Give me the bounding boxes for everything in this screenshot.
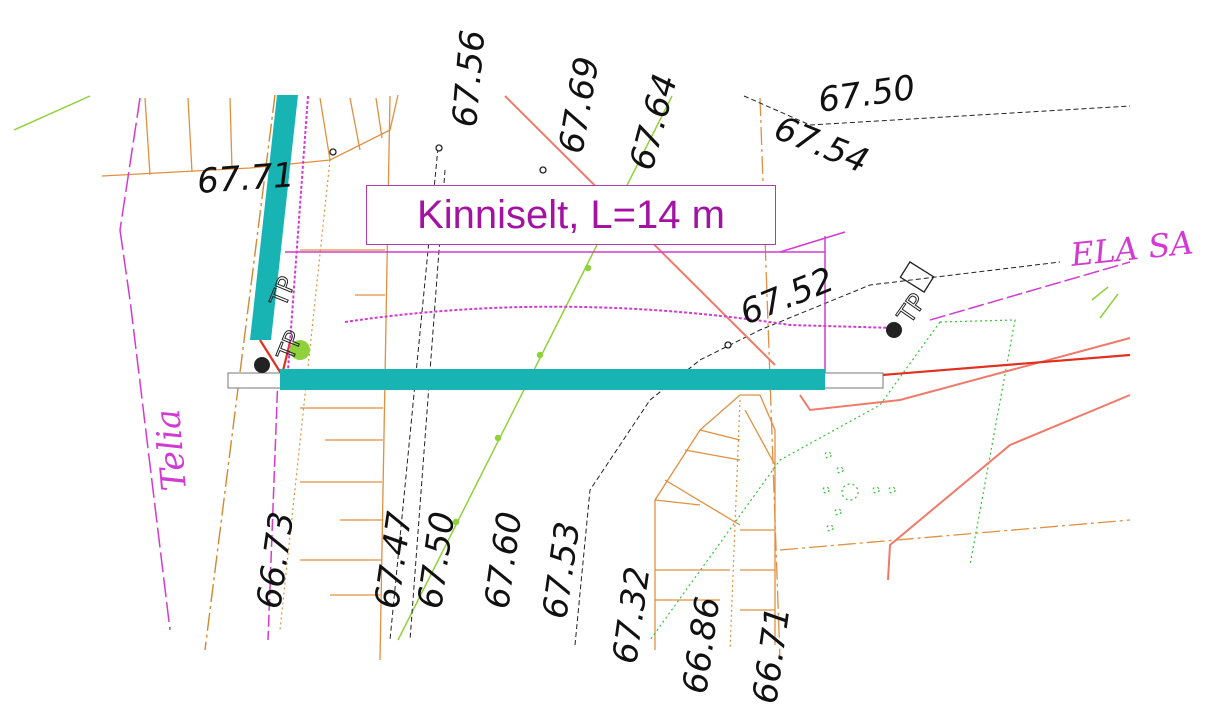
- elevation-label: 67.64: [622, 70, 686, 174]
- manhole-left: [254, 357, 270, 373]
- salmon-lines: [504, 95, 1131, 581]
- callout-text: Kinniselt, L=14 m: [417, 192, 725, 237]
- elevation-label: 67.53: [535, 519, 588, 621]
- green-dotted-area: [649, 319, 1016, 641]
- pipe-teal: [250, 95, 825, 390]
- elevation-label: 67.60: [477, 509, 530, 611]
- slope-hatch-left: [101, 94, 399, 661]
- elevation-label: 67.69: [551, 54, 607, 157]
- elevation-label: 66.86: [675, 594, 728, 696]
- label-street: ELA SA: [1068, 223, 1195, 274]
- elevation-label: 66.73: [249, 509, 302, 611]
- label-telia: Telia: [148, 407, 195, 492]
- manhole-right: [886, 322, 902, 338]
- callout-box: Kinniselt, L=14 m: [366, 185, 776, 245]
- boundary-dashdot-left: [204, 94, 276, 651]
- elevation-label: 67.52: [734, 260, 839, 334]
- survey-points: [329, 144, 732, 349]
- elevation-label: 67.71: [196, 155, 296, 202]
- small-structure: [899, 261, 935, 293]
- dotted-orange-line: [279, 159, 741, 651]
- elevation-label: 67.56: [445, 28, 493, 128]
- magenta-lines: [119, 95, 1131, 641]
- elevation-label: 67.32: [605, 564, 658, 666]
- elevation-label: 66.71: [745, 604, 798, 706]
- elevation-label: 67.50: [816, 68, 918, 121]
- green-node: [290, 340, 310, 360]
